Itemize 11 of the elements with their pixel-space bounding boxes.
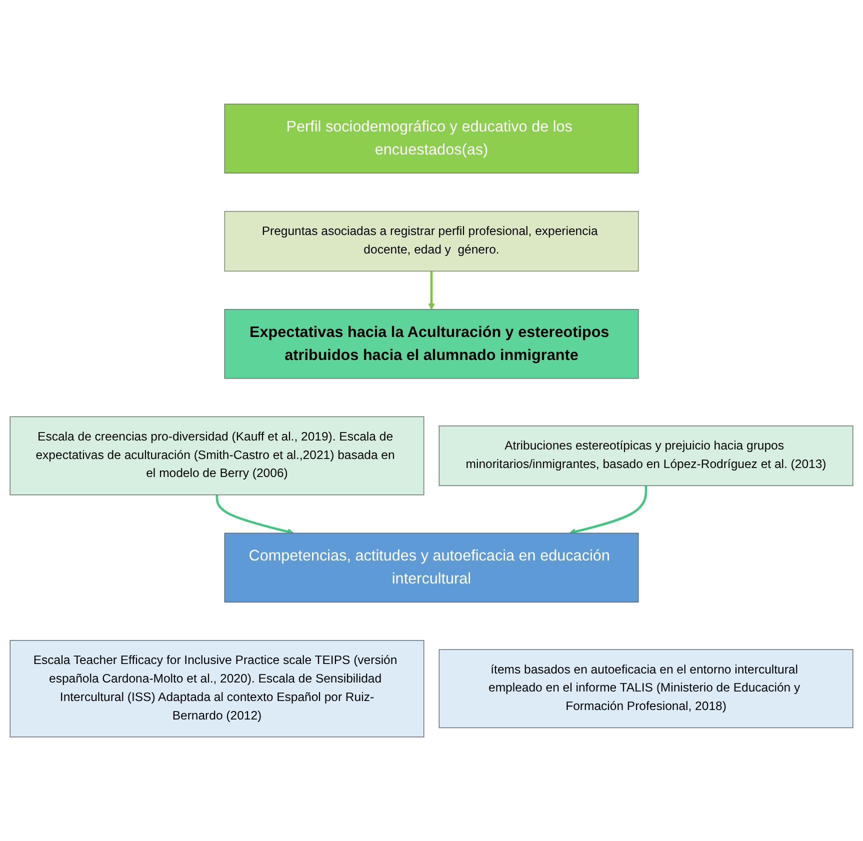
arrow: [428, 271, 435, 310]
arrow: [216, 494, 294, 535]
node-box: Preguntas asociadas a registrar perfil profesional, experiencia docente, edad y género.: [224, 210, 639, 272]
node-box: Atribuciones estereotípicas y prejuicio hacia grupos minoritarios/inmigrantes, basado en López-Rodríguez et al. (2013): [438, 425, 854, 486]
node-box: Expectativas hacia la Aculturación y estereotipos atribuidos hacia el alumnado inmigrante: [224, 309, 639, 379]
node-box: Perfil sociodemográfico y educativo de los encuestados(as): [224, 104, 639, 174]
node-box: Escala Teacher Efficacy for Inclusive Practice scale TEIPS (versión española Cardona-Molto et al., 2020). Escala de Sensibilidad Intercultural (ISS) Adaptada al contexto Español por Ruiz-Bernardo (2012): [10, 640, 424, 738]
node-box: Escala de creencias pro-diversidad (Kauff et al., 2019). Escala de expectativas de aculturación (Smith-Castro et al.,2021) basada en el modelo de Berry (2006): [10, 416, 424, 496]
node-box: ítems basados en autoeficacia en el entorno intercultural empleado en el informe TALIS (Ministerio de Educación y Formación Profesional, 2018): [438, 649, 854, 728]
arrow: [569, 486, 648, 535]
node-box: Competencias, actitudes y autoeficacia en educación intercultural: [224, 532, 639, 602]
